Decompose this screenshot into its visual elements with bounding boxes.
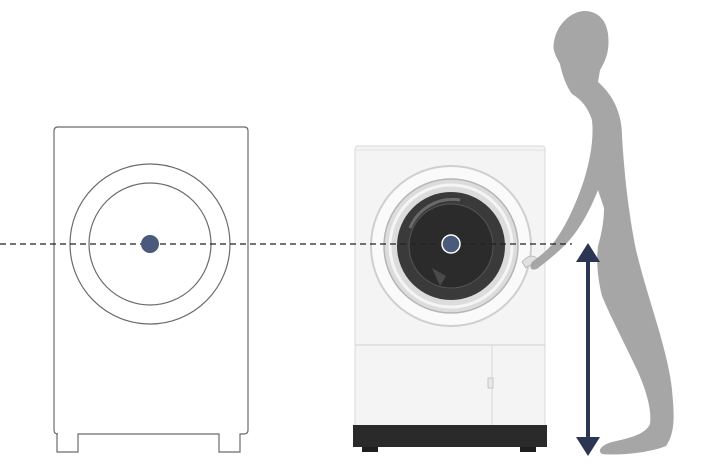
washer-base — [353, 425, 547, 447]
height-arrow-top-head — [576, 243, 600, 262]
washer-foot-right — [520, 447, 536, 452]
door-chrome-highlight — [388, 183, 514, 309]
person-body — [530, 10, 674, 455]
height-arrow-bottom-head — [576, 437, 600, 456]
photo-door-center-dot — [441, 234, 461, 254]
height-arrow-icon — [576, 243, 600, 456]
washer-foot-left — [362, 447, 378, 452]
photo-washing-machine — [353, 145, 547, 452]
outline-door-center-dot — [141, 235, 159, 253]
drawer-handle-icon — [487, 377, 494, 389]
door-glass-reflection — [408, 197, 461, 229]
outline-washer-body — [53, 126, 249, 453]
person-silhouette-icon — [530, 10, 674, 455]
drum-paddle-icon — [432, 268, 446, 286]
outline-washing-machine — [53, 126, 249, 453]
